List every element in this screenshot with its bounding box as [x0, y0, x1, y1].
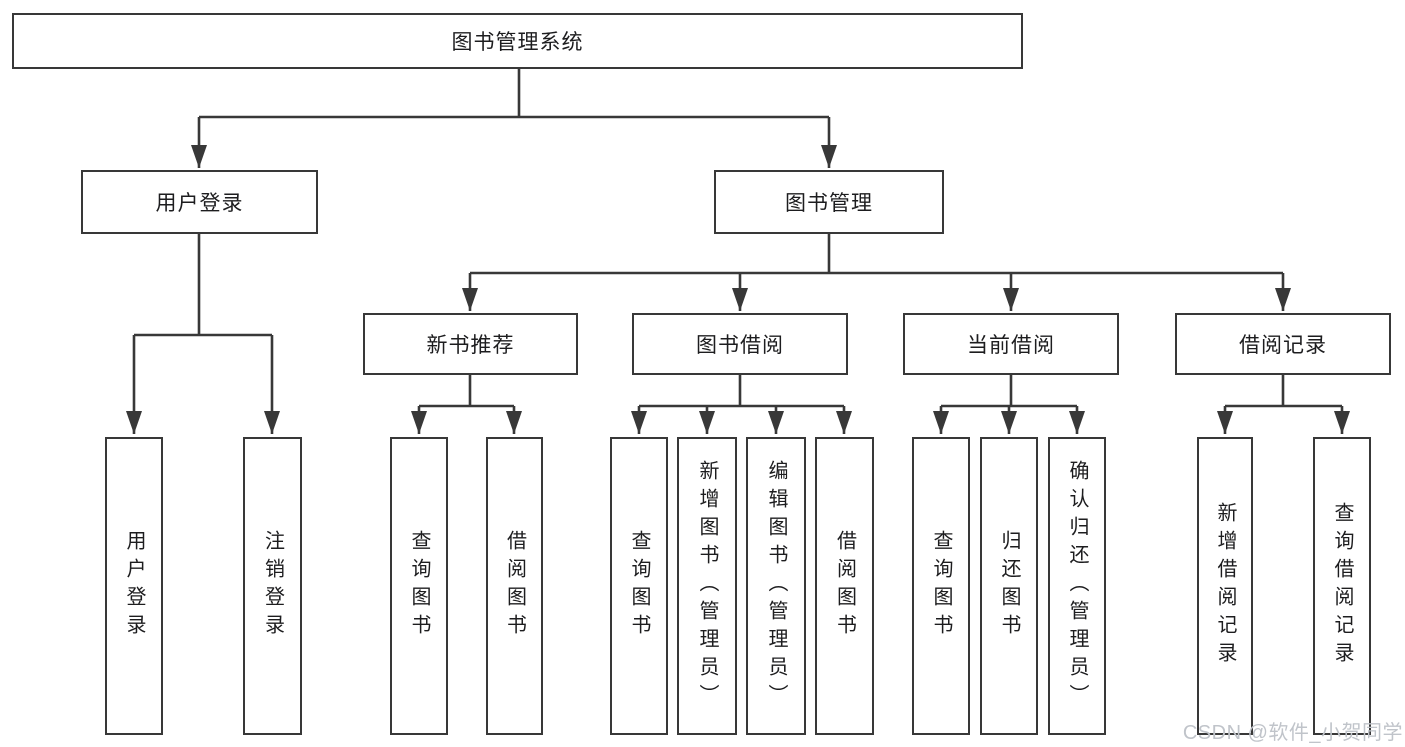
node-library-management-system: 图书管理系统	[12, 13, 1023, 69]
leaf-borrowing-query-book: 查询图书	[610, 437, 668, 735]
leaf-borrowing-query-book-label: 查询图书	[628, 530, 650, 642]
leaf-current-confirm-return-admin: 确认归还（管理员）	[1048, 437, 1106, 735]
leaf-records-query-borrow-record: 查询借阅记录	[1313, 437, 1371, 735]
node-book-borrowing-label: 图书借阅	[696, 334, 784, 357]
leaf-borrowing-borrow-book-label: 借阅图书	[833, 530, 856, 642]
leaf-logout: 注销登录	[243, 437, 302, 735]
leaf-recommend-query-book: 查询图书	[390, 437, 448, 735]
node-new-book-recommendation: 新书推荐	[363, 313, 578, 375]
connector-arrows	[126, 117, 1350, 434]
leaf-records-query-borrow-record-label: 查询借阅记录	[1331, 502, 1353, 670]
connector-trunks	[134, 69, 1342, 408]
csdn-watermark: CSDN @软件_小贺同学	[1182, 722, 1403, 744]
leaf-user-login-label: 用户登录	[123, 530, 145, 642]
leaf-recommend-borrow-book: 借阅图书	[486, 437, 543, 735]
leaf-borrowing-add-book-admin: 新增图书（管理员）	[677, 437, 737, 735]
leaf-recommend-query-book-label: 查询图书	[408, 530, 430, 642]
leaf-borrowing-add-book-admin-label: 新增图书（管理员）	[696, 460, 718, 712]
node-borrowing-records-label: 借阅记录	[1239, 334, 1327, 357]
node-new-book-recommendation-label: 新书推荐	[426, 334, 515, 357]
leaf-borrowing-edit-book-admin: 编辑图书（管理员）	[746, 437, 806, 735]
leaf-current-query-book-label: 查询图书	[930, 530, 952, 642]
node-user-login-label: 用户登录	[155, 192, 244, 215]
leaf-records-add-borrow-record-label: 新增借阅记录	[1214, 502, 1236, 670]
leaf-records-add-borrow-record: 新增借阅记录	[1197, 437, 1253, 735]
node-current-borrowing-label: 当前借阅	[967, 334, 1055, 357]
leaf-current-return-book: 归还图书	[980, 437, 1038, 735]
node-current-borrowing: 当前借阅	[903, 313, 1119, 375]
leaf-current-query-book: 查询图书	[912, 437, 970, 735]
leaf-current-return-book-label: 归还图书	[998, 530, 1020, 642]
leaf-recommend-borrow-book-label: 借阅图书	[503, 530, 526, 642]
node-library-management-system-label: 图书管理系统	[451, 31, 584, 54]
leaf-user-login: 用户登录	[105, 437, 163, 735]
leaf-borrowing-borrow-book: 借阅图书	[815, 437, 874, 735]
leaf-logout-label: 注销登录	[261, 530, 284, 642]
node-book-management-label: 图书管理	[785, 192, 873, 215]
node-user-login: 用户登录	[81, 170, 318, 234]
leaf-borrowing-edit-book-admin-label: 编辑图书（管理员）	[765, 460, 787, 712]
node-book-management: 图书管理	[714, 170, 944, 234]
leaf-current-confirm-return-admin-label: 确认归还（管理员）	[1066, 460, 1088, 712]
node-borrowing-records: 借阅记录	[1175, 313, 1391, 375]
node-book-borrowing: 图书借阅	[632, 313, 848, 375]
